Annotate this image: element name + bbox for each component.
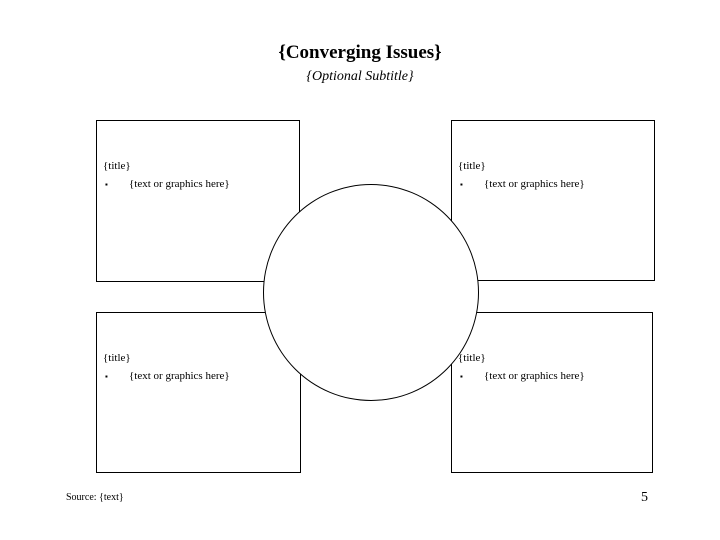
box-title: {title} (103, 352, 131, 364)
square-bullet-icon: ▪ (105, 372, 108, 381)
box-title: {title} (458, 352, 486, 364)
bullet-row: ▪ {text or graphics here} (103, 175, 293, 194)
page-number: 5 (641, 490, 648, 505)
bullet-text: {text or graphics here} (484, 370, 585, 382)
bullet-text: {text or graphics here} (484, 178, 585, 190)
box-content: {title} ▪ {text or graphics here} (97, 313, 300, 386)
box-title: {title} (103, 160, 131, 172)
square-bullet-icon: ▪ (460, 180, 463, 189)
source-note: Source: {text} (66, 492, 124, 503)
center-circle-shape (263, 184, 479, 401)
bullet-row: ▪ {text or graphics here} (103, 367, 294, 386)
box-content: {title} ▪ {text or graphics here} (452, 313, 652, 386)
bullet-row: ▪ {text or graphics here} (458, 367, 646, 386)
slide-title: {Converging Issues} (278, 42, 442, 63)
bullet-text: {text or graphics here} (129, 370, 230, 382)
content-box-top-left: {title} ▪ {text or graphics here} (96, 120, 300, 282)
bullet-row: ▪ {text or graphics here} (458, 175, 648, 194)
content-box-bottom-left: {title} ▪ {text or graphics here} (96, 312, 301, 473)
box-content: {title} ▪ {text or graphics here} (97, 121, 299, 194)
box-content: {title} ▪ {text or graphics here} (452, 121, 654, 194)
slide-subtitle: {Optional Subtitle} (306, 69, 414, 84)
content-box-top-right: {title} ▪ {text or graphics here} (451, 120, 655, 281)
box-title: {title} (458, 160, 486, 172)
square-bullet-icon: ▪ (460, 372, 463, 381)
bullet-text: {text or graphics here} (129, 178, 230, 190)
content-box-bottom-right: {title} ▪ {text or graphics here} (451, 312, 653, 473)
square-bullet-icon: ▪ (105, 180, 108, 189)
